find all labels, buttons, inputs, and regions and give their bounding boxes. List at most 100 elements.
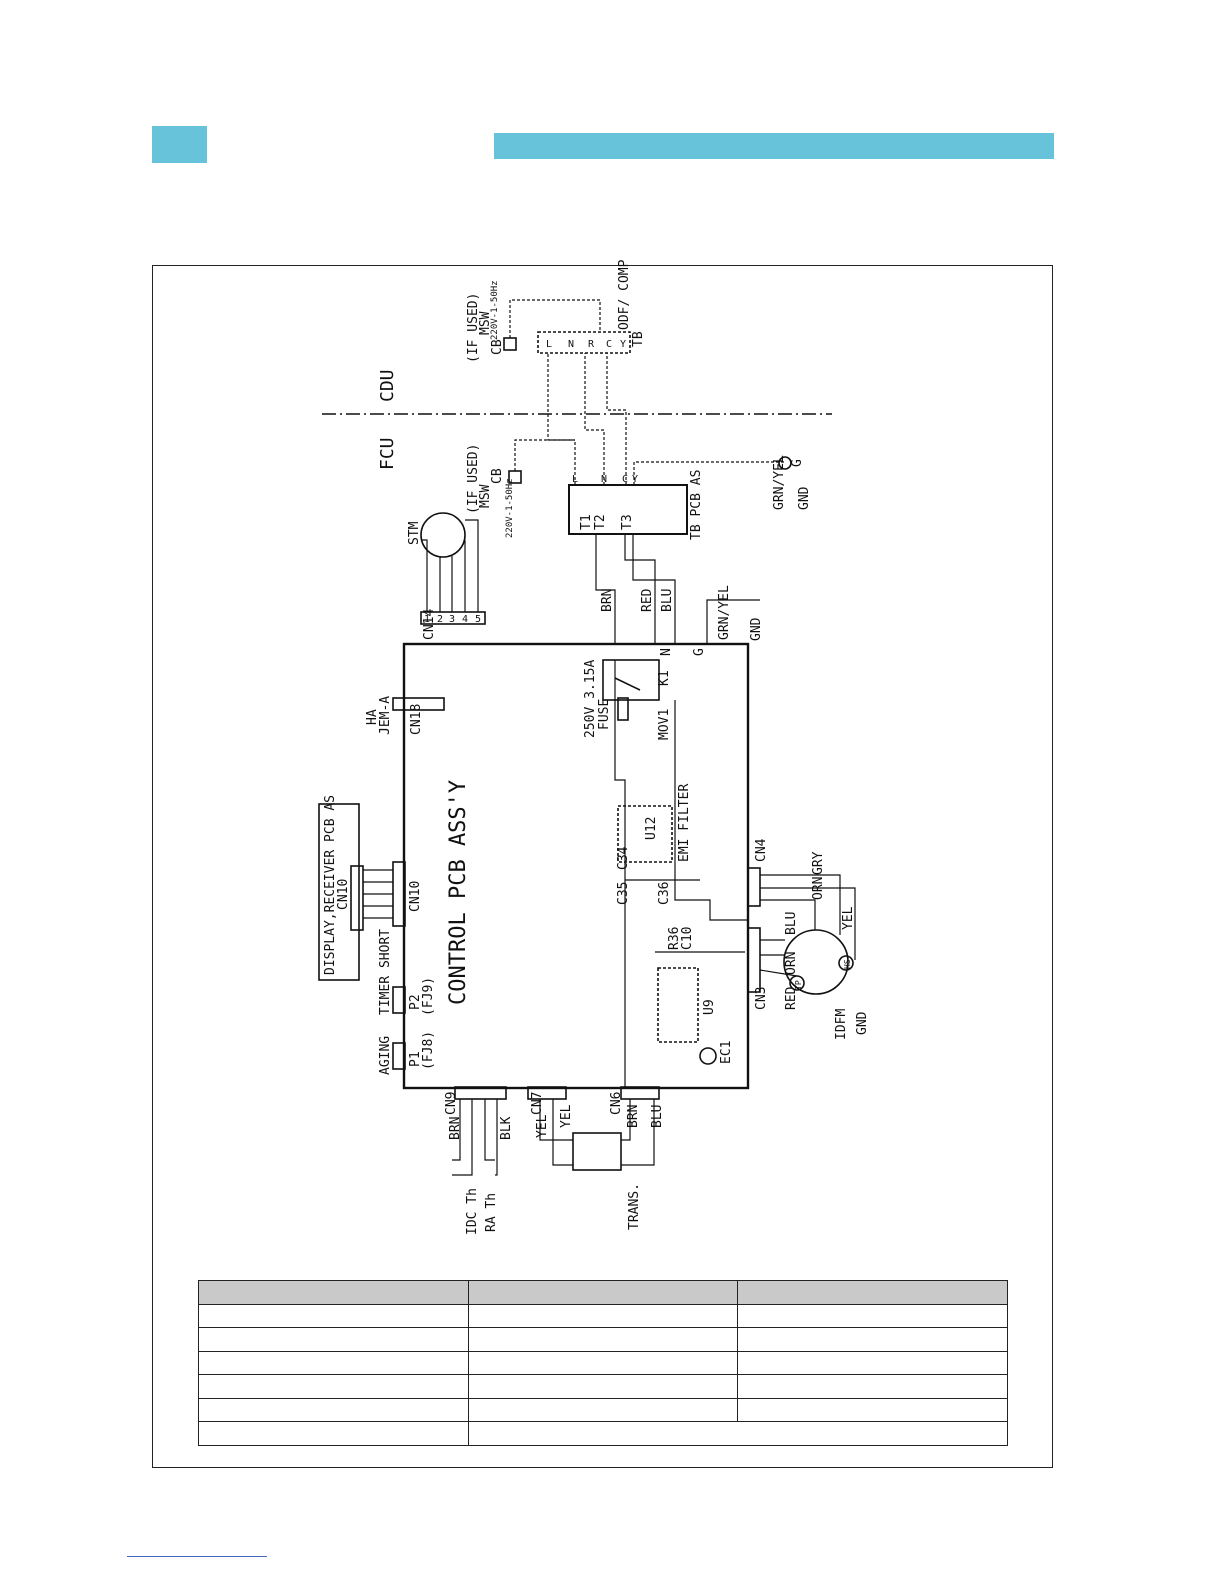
wiring-diagram-frame <box>152 265 1053 1468</box>
cn6-pins <box>620 1086 660 1100</box>
legend-cell <box>737 1327 1008 1352</box>
wire-orn-cn3: ORN <box>784 952 799 975</box>
ec1-symbol <box>699 1047 717 1065</box>
wire-brn-cn9: BRN <box>448 1117 463 1140</box>
diagram-labels: FCU CDU CONTROL PCB ASS'Y EMI FILTER FUS… <box>323 259 870 1235</box>
tb-pcb-box <box>568 484 688 535</box>
label-cn6: CN6 <box>609 1092 624 1115</box>
brn-wire <box>595 534 616 644</box>
wire-grn-yel-top: GRN/YEL <box>717 585 732 640</box>
cn14-pin-4: 4 <box>462 614 468 625</box>
cn14-pin-5: 5 <box>475 614 481 625</box>
legend-cell <box>737 1374 1008 1399</box>
label-c35: C35 <box>616 882 631 905</box>
tb-pcb-terminal-y: Y <box>632 474 638 485</box>
legend-cell <box>198 1374 469 1399</box>
cn3-pins <box>747 927 761 993</box>
legend-cell <box>467 1374 739 1399</box>
label-fcu: FCU <box>377 437 398 470</box>
cn4-pins <box>747 867 761 907</box>
label-cn3: CN3 <box>754 987 769 1010</box>
label-mov1: MOV1 <box>657 709 672 740</box>
tb-terminal-l: L <box>546 339 552 350</box>
label-power-lower: 220V-1-50Hz <box>505 478 515 538</box>
wire-brn-top: BRN <box>600 589 615 612</box>
control-pcb-box <box>402 642 750 1090</box>
tb-terminal-y: Y <box>620 339 626 350</box>
wire-blu-cn3: BLU <box>784 912 799 935</box>
cn14-pins <box>420 611 486 625</box>
label-gnd-bottom: GND <box>855 1011 870 1035</box>
legend-cell <box>198 1327 469 1352</box>
p2-pins <box>392 986 406 1014</box>
cb-upper <box>503 337 517 351</box>
wire-yel-cn7-a: YEL <box>535 1114 550 1138</box>
label-ec1: EC1 <box>719 1041 734 1064</box>
legend-row <box>198 1421 1009 1446</box>
label-fuse: FUSE <box>597 699 612 730</box>
cn18-pins <box>392 697 445 711</box>
label-tp: TP <box>794 980 803 990</box>
label-timer-short: TIMER SHORT <box>378 929 393 1015</box>
legend-cell <box>198 1350 469 1375</box>
legend-cell <box>198 1280 469 1305</box>
ground-terminal <box>778 456 792 470</box>
label-aging: AGING <box>378 1036 393 1075</box>
wire-blu-cn6: BLU <box>650 1105 665 1128</box>
pin-labels: 1 2 3 4 5 L N R C Y L N C Y <box>424 339 638 625</box>
transformer-box <box>572 1132 622 1171</box>
label-cn4: CN4 <box>754 838 769 862</box>
legend-cell <box>737 1397 1008 1422</box>
legend-row <box>198 1350 1008 1375</box>
label-if-used-upper: (IF USED) <box>466 293 481 363</box>
wire-grn-yel-ground: GRN/YEL <box>772 455 787 510</box>
legend-cell <box>467 1280 739 1305</box>
label-c10: C10 <box>680 927 695 950</box>
label-u9: U9 <box>702 999 717 1015</box>
label-c34: C34 <box>616 846 631 870</box>
wire-red-top: RED <box>640 588 655 612</box>
legend-cell <box>737 1350 1008 1375</box>
label-if-used-lower: (IF USED) <box>466 444 481 514</box>
outdoor-tb-box <box>537 331 631 354</box>
label-emi-filter: EMI FILTER <box>677 784 692 862</box>
wire-brn-cn6: BRN <box>626 1105 641 1128</box>
label-odf-comp: ODF/ COMP <box>617 259 632 330</box>
label-msw-lower: MSW <box>478 484 493 508</box>
wire-blk-cn9: BLK <box>499 1116 514 1140</box>
label-r36: R36 <box>667 927 682 950</box>
cn7-pins <box>527 1086 567 1100</box>
label-c36: C36 <box>657 882 672 905</box>
label-fuse-rating: 250V 3.15A <box>583 660 598 738</box>
u9-box <box>657 967 699 1043</box>
label-u12: U12 <box>644 817 659 840</box>
label-p1: P1 <box>408 1051 423 1067</box>
wire-red-cn3: RED <box>784 986 799 1010</box>
tb-terminal-r: R <box>588 339 595 350</box>
display-pcb-box <box>318 803 360 981</box>
legend-cell <box>467 1350 739 1375</box>
label-idc-th: IDC Th <box>465 1188 480 1235</box>
label-cn14: CN14 <box>422 609 437 640</box>
tb-pcb-terminal-l: L <box>572 474 578 485</box>
label-p2: P2 <box>408 994 423 1010</box>
label-gnd-top: GND <box>797 486 812 510</box>
legend-table <box>198 1280 1009 1446</box>
wire-gry-cn4: GRY <box>811 851 826 875</box>
wire-yel-cn7-b: YEL <box>559 1104 574 1128</box>
legend-header-row <box>198 1280 1008 1305</box>
legend-row <box>198 1374 1008 1399</box>
cn14-pin-2: 2 <box>437 614 443 625</box>
idfm-motor-circle <box>783 929 849 995</box>
label-idfm: IDFM <box>834 1009 849 1040</box>
fuse-symbol <box>617 697 629 721</box>
label-stm: STM <box>407 521 422 545</box>
legend-row <box>198 1303 1008 1328</box>
stm-motor-circle <box>420 512 466 558</box>
blu-wire <box>632 534 676 644</box>
legend-cell <box>198 1421 469 1446</box>
tb-pcb-terminal-c: C <box>622 474 628 485</box>
tb-pcb-terminal-n: N <box>601 474 607 485</box>
red-wire <box>624 534 656 644</box>
footer-rule <box>127 1556 267 1557</box>
